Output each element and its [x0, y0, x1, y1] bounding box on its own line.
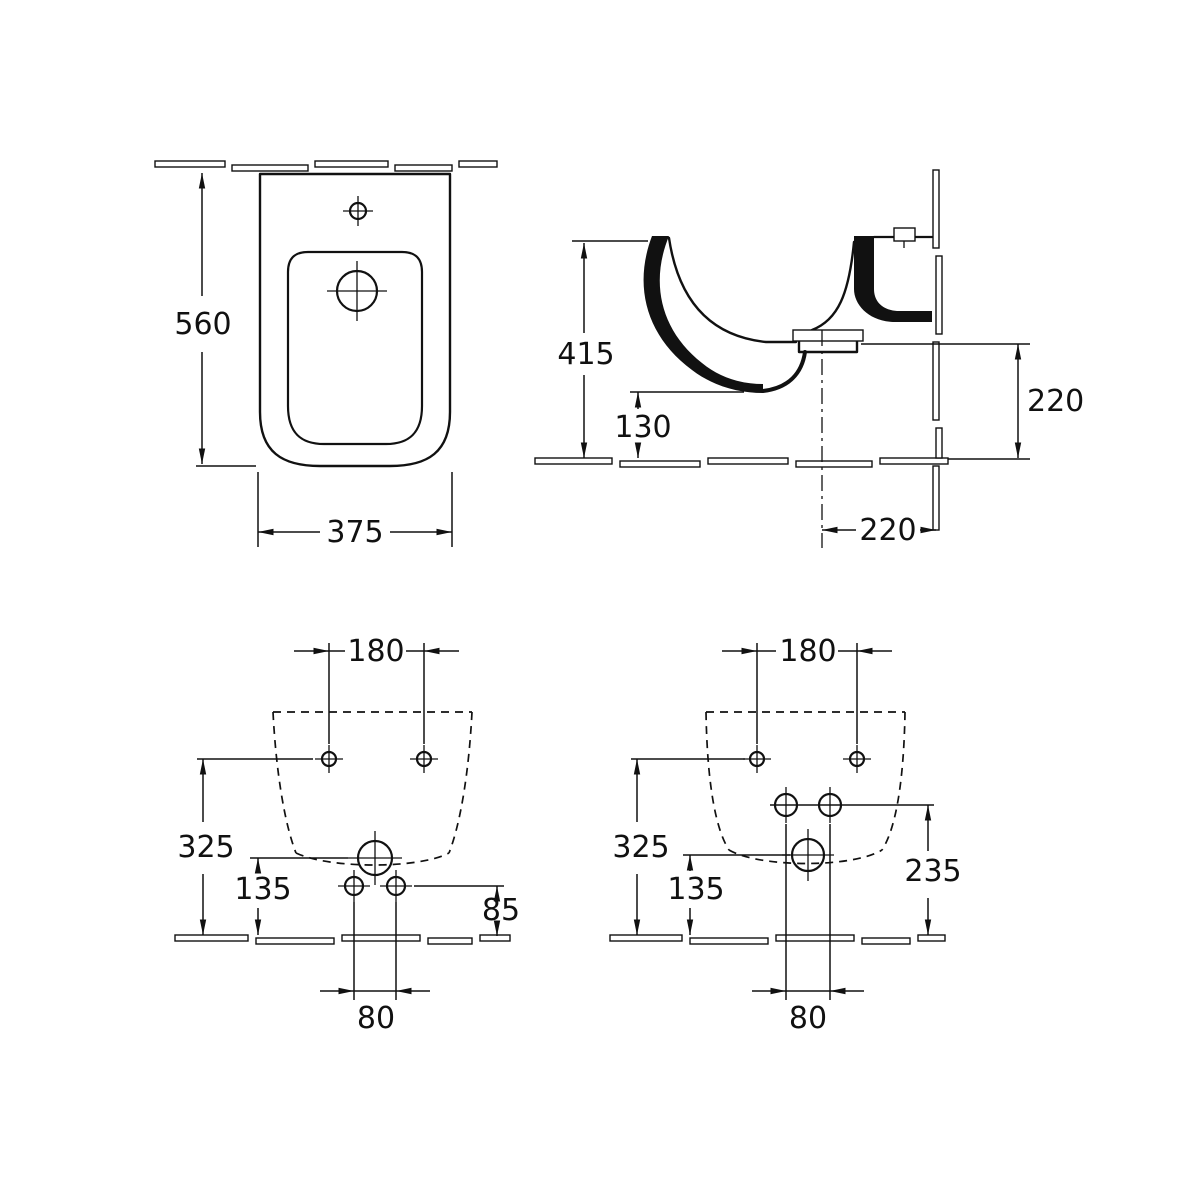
bidet-basin-rim — [286, 250, 424, 446]
fixing-hole-crosshair — [343, 196, 373, 226]
drain-crosshair-b — [782, 829, 834, 881]
fixing-hole-crosshairs — [315, 745, 438, 773]
supply-height-label: 235 — [904, 854, 961, 889]
drain-crosshair — [348, 831, 402, 885]
fixing-hole-crosshairs-b — [743, 745, 871, 773]
rear-b-extension-lines — [631, 643, 858, 1000]
supply-hole-ticks — [785, 787, 831, 823]
basin-inner-curve — [667, 236, 798, 344]
tap-hole-crosshair — [327, 261, 387, 321]
plan-view: 560 375 — [154, 160, 498, 550]
fixing-clamp — [893, 227, 916, 242]
trap-outline — [797, 339, 859, 354]
bidet-outer-outline — [258, 172, 452, 468]
plan-width-label: 375 — [326, 515, 383, 550]
side-hole-height-label: 85 — [482, 893, 520, 928]
side-view: 415 130 220 220 — [534, 169, 1084, 548]
plan-depth-label: 560 — [174, 307, 231, 342]
rear-view-a: 180 325 135 85 80 — [174, 634, 520, 1036]
side-height-label: 415 — [557, 337, 614, 372]
outlet-offset-label: 220 — [859, 513, 916, 548]
rear-view-b: 180 325 135 235 80 — [609, 634, 962, 1036]
side-extension-lines — [572, 240, 1030, 460]
bottom-span-label-b: 80 — [789, 1001, 827, 1036]
bottom-span-label-a: 80 — [357, 1001, 395, 1036]
drain-height-label-b: 135 — [667, 872, 724, 907]
drain-height-label-a: 135 — [234, 872, 291, 907]
floor-hatch-a — [174, 934, 511, 945]
hole-span-label-a: 180 — [347, 634, 404, 669]
drain-flange — [792, 329, 864, 342]
rim-bottom-label: 130 — [614, 410, 671, 445]
floor-hatch — [534, 457, 949, 468]
outlet-height-label: 220 — [1027, 384, 1084, 419]
basin-back-curve — [810, 240, 856, 332]
hole-height-label-a: 325 — [177, 830, 234, 865]
floor-hatch-b — [609, 934, 946, 945]
wall-hatch-top — [154, 160, 498, 172]
body-outline-dashed-b — [705, 711, 906, 865]
hole-height-label-b: 325 — [612, 830, 669, 865]
hole-span-label-b: 180 — [779, 634, 836, 669]
plan-extension-lines — [196, 465, 453, 547]
bowl-underside — [761, 350, 807, 393]
rear-a-extension-lines — [197, 643, 504, 1000]
side-hole-crosshairs — [338, 870, 412, 902]
body-outline-dashed — [272, 711, 473, 866]
back-mount-section — [854, 236, 932, 322]
wall-hatch-right — [932, 169, 943, 531]
bowl-front-section — [643, 236, 763, 393]
